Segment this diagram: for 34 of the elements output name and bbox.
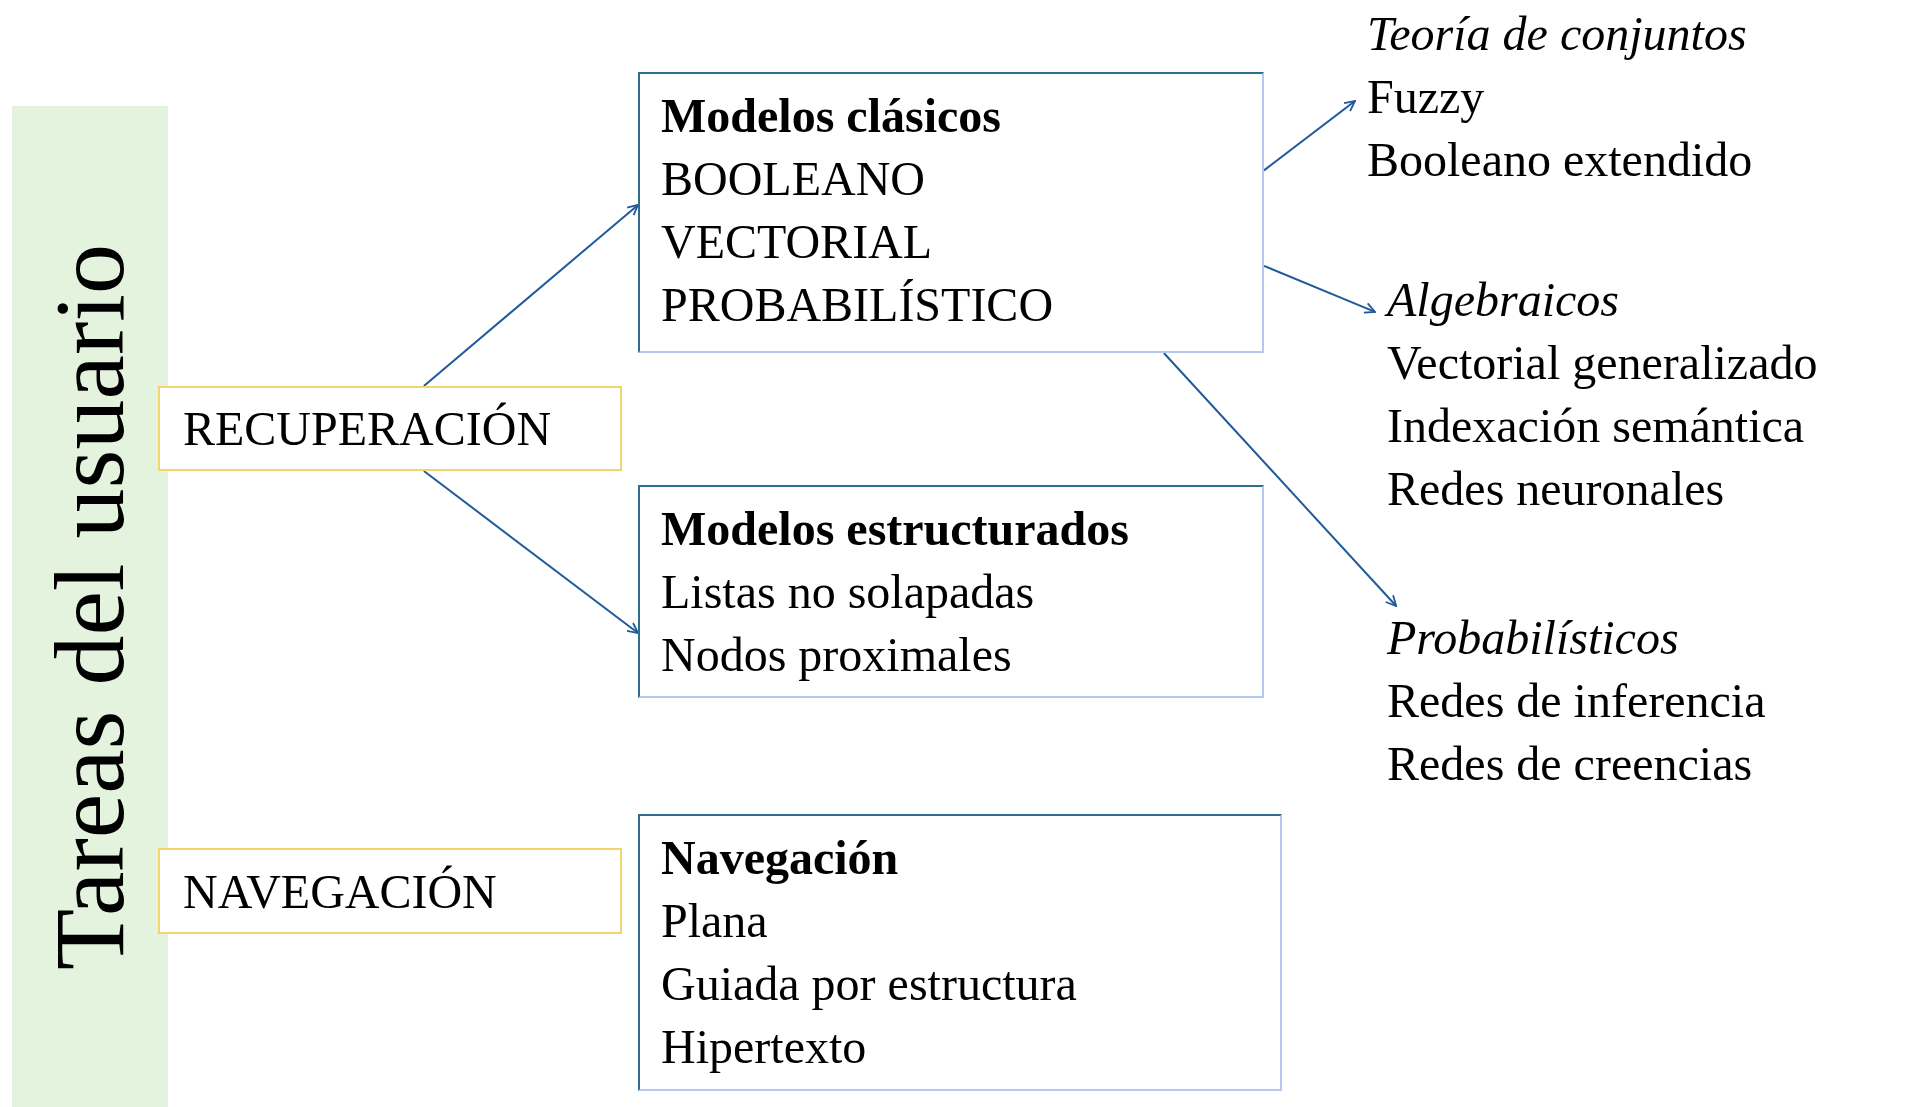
arrow xyxy=(1263,100,1356,172)
model-box xyxy=(638,814,1282,1091)
model-box xyxy=(638,485,1264,698)
heading-text: Modelos clásicos xyxy=(661,88,1001,144)
model-box xyxy=(638,72,1264,353)
item-text: Fuzzy xyxy=(1367,69,1485,125)
vertical-band xyxy=(12,106,168,1107)
item-text: Vectorial generalizado xyxy=(1387,335,1818,391)
arrow xyxy=(1162,352,1398,607)
item-text: NAVEGACIÓN xyxy=(183,863,497,920)
arrow xyxy=(422,470,639,635)
item-text: BOOLEANO xyxy=(661,151,925,207)
item-text: RECUPERACIÓN xyxy=(183,401,552,457)
arrow xyxy=(422,203,639,387)
heading-text: Modelos estructurados xyxy=(661,501,1129,557)
heading-text: Probabilísticos xyxy=(1387,610,1679,666)
arrow xyxy=(1263,264,1376,314)
heading-text: Teoría de conjuntos xyxy=(1367,6,1747,62)
item-text: Booleano extendido xyxy=(1367,132,1753,188)
task-box xyxy=(158,386,622,471)
item-text: Listas no solapadas xyxy=(661,564,1035,620)
item-text: Indexación semántica xyxy=(1387,398,1805,454)
item-text: Redes neuronales xyxy=(1387,461,1725,517)
heading-text: Navegación xyxy=(661,830,899,886)
item-text: Redes de creencias xyxy=(1387,736,1753,792)
task-box xyxy=(158,848,622,934)
vertical-title: Tareas del usuario xyxy=(40,243,140,970)
item-text: PROBABILÍSTICO xyxy=(661,277,1054,333)
item-text: Guiada por estructura xyxy=(661,956,1077,1012)
item-text: Nodos proximales xyxy=(661,627,1012,683)
item-text: VECTORIAL xyxy=(661,214,933,270)
item-text: Hipertexto xyxy=(661,1019,867,1075)
item-text: Plana xyxy=(661,893,768,949)
item-text: Redes de inferencia xyxy=(1387,673,1766,729)
